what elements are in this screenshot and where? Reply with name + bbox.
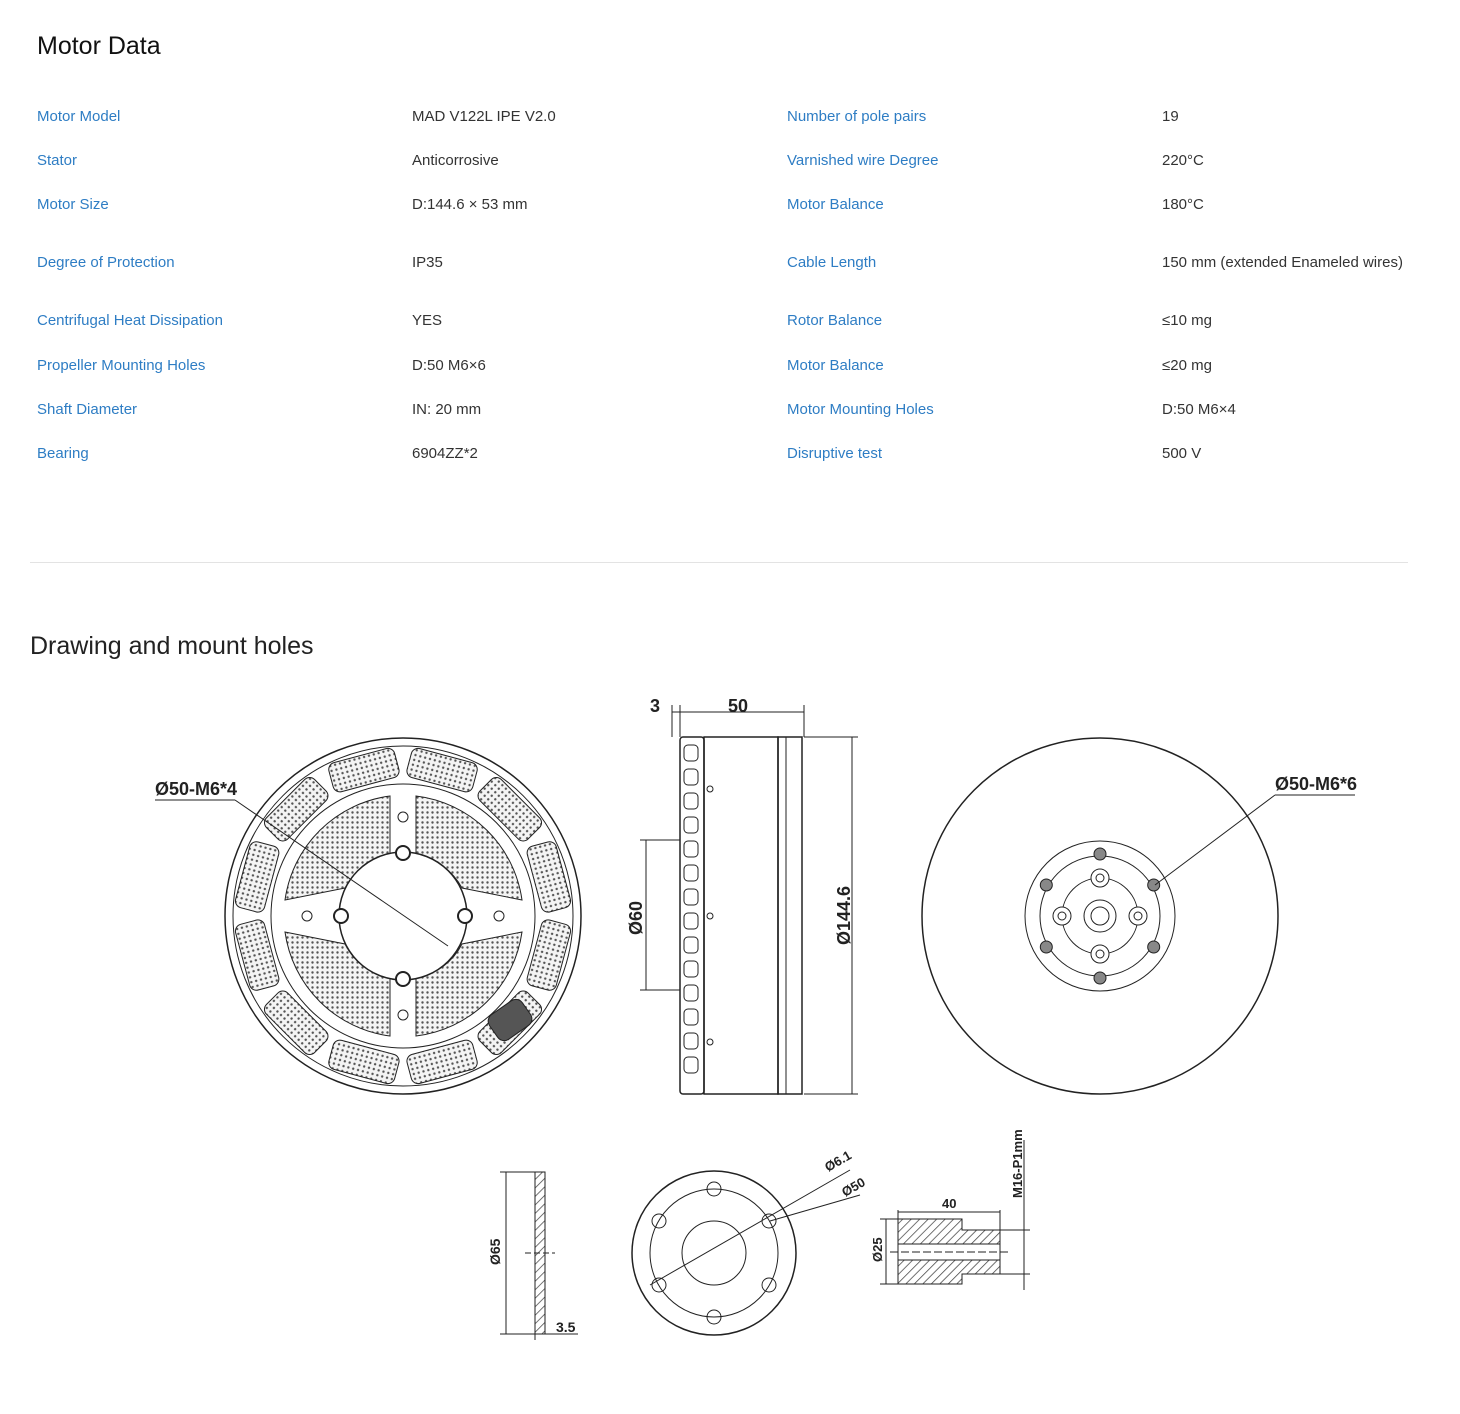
mount-hole (1039, 940, 1053, 954)
side-slot (683, 984, 699, 1002)
motor-bottom-view (155, 737, 582, 1095)
spec-row: Shaft Diameter IN: 20 mm Motor Mounting … (37, 389, 1437, 433)
vent-pad (477, 776, 543, 842)
side-height-label: 50 (728, 696, 748, 716)
vent-pad (406, 1039, 478, 1085)
spec-label: Disruptive test (787, 445, 883, 462)
spec-row: Motor Size D:144.6 × 53 mm Motor Balance… (37, 184, 1437, 228)
spec-value: YES (412, 312, 443, 329)
page-title: Motor Data (37, 32, 161, 60)
motor-side-view (640, 705, 858, 1095)
spec-label: Motor Model (37, 108, 121, 125)
spec-value: Anticorrosive (412, 152, 499, 169)
vent-pad (263, 776, 329, 842)
spec-label: Number of pole pairs (787, 108, 927, 125)
spec-row: Degree of Protection IP35 Cable Length 1… (37, 242, 1437, 286)
side-slot (683, 888, 699, 906)
spec-label: Varnished wire Degree (787, 152, 939, 169)
flange-pcd-label: Ø50 (839, 1174, 868, 1199)
vent-pad (234, 919, 280, 991)
side-slot (683, 768, 699, 786)
side-slot (683, 1032, 699, 1050)
spec-value: 6904ZZ*2 (412, 445, 478, 462)
side-slot (683, 840, 699, 858)
nut-dia-label: Ø25 (870, 1237, 885, 1262)
adapter-flange-view (631, 1169, 861, 1336)
vent-pad (263, 990, 329, 1056)
side-flange-label: 3 (650, 696, 660, 716)
vent-pad (526, 919, 572, 991)
vent-pad (328, 1039, 400, 1085)
spec-value: D:50 M6×6 (412, 357, 486, 374)
vent-pad (526, 841, 572, 913)
side-slot (683, 1056, 699, 1074)
vent-pad (406, 747, 478, 793)
spec-value: 220°C (1162, 152, 1204, 169)
spec-label: Motor Mounting Holes (787, 401, 934, 418)
spec-row: Propeller Mounting Holes D:50 M6×6 Motor… (37, 345, 1437, 389)
side-slot (683, 864, 699, 882)
spec-label: Motor Balance (787, 357, 884, 374)
spec-value: D:50 M6×4 (1162, 401, 1236, 418)
mount-hole (1039, 878, 1053, 892)
side-slot (683, 960, 699, 978)
side-slot (683, 792, 699, 810)
motor-top-view (921, 737, 1355, 1095)
drawing-title: Drawing and mount holes (30, 632, 314, 660)
top-holes-label: Ø50-M6*6 (1275, 774, 1357, 794)
spec-value: D:144.6 × 53 mm (412, 196, 528, 213)
adapter-side-view (500, 1171, 578, 1340)
adapter-dia-label: Ø65 (487, 1238, 503, 1265)
motor-drawing: Ø50-M6*4 3 50 Ø60 Ø144.6 Ø50-M6*6 (155, 696, 1357, 1340)
vent-pad (328, 747, 400, 793)
spec-value: IN: 20 mm (412, 401, 482, 418)
vent-pad (234, 841, 280, 913)
side-slot (683, 936, 699, 954)
side-slot (683, 912, 699, 930)
side-slot (683, 816, 699, 834)
spec-label: Stator (37, 152, 78, 169)
spec-label: Motor Balance (787, 196, 884, 213)
adapter-thk-label: 3.5 (556, 1319, 576, 1335)
side-slot (683, 1008, 699, 1026)
spec-label: Centrifugal Heat Dissipation (37, 312, 223, 329)
side-shaft-label: Ø60 (626, 901, 646, 935)
bottom-holes-label: Ø50-M6*4 (155, 779, 237, 799)
spec-value: 180°C (1162, 196, 1204, 213)
top-mount-holes (1039, 847, 1161, 985)
spec-value: MAD V122L IPE V2.0 (412, 108, 556, 125)
side-slot (683, 744, 699, 762)
side-dia-label: Ø144.6 (834, 886, 854, 945)
nut-thread-label: M16-P1mm (1010, 1129, 1025, 1198)
spec-value: ≤10 mg (1162, 312, 1212, 329)
mount-hole (1093, 847, 1107, 861)
side-slots (683, 744, 699, 1074)
nut-len-label: 40 (942, 1196, 956, 1211)
spec-value: 19 (1162, 108, 1179, 125)
spec-label: Propeller Mounting Holes (37, 357, 206, 374)
spec-label: Degree of Protection (37, 254, 175, 271)
spec-label: Rotor Balance (787, 312, 883, 329)
shaft-nut-view (880, 1140, 1030, 1290)
spec-label: Cable Length (787, 254, 877, 271)
spec-value: ≤20 mg (1162, 357, 1212, 374)
spec-row: Bearing 6904ZZ*2 Disruptive test 500 V (37, 433, 1437, 477)
spec-row: Motor Model MAD V122L IPE V2.0 Number of… (37, 96, 1437, 140)
spec-value: IP35 (412, 254, 443, 271)
spec-value: 500 V (1162, 445, 1202, 462)
mount-hole (1147, 940, 1161, 954)
mount-hole (1147, 878, 1161, 892)
section-divider (30, 562, 1408, 563)
spec-row: Stator Anticorrosive Varnished wire Degr… (37, 140, 1437, 184)
spec-row: Centrifugal Heat Dissipation YES Rotor B… (37, 300, 1437, 344)
spec-label: Shaft Diameter (37, 401, 138, 418)
spec-label: Bearing (37, 445, 89, 462)
spec-value: 150 mm (extended Enameled wires) (1162, 254, 1403, 271)
mount-hole (1093, 971, 1107, 985)
spec-label: Motor Size (37, 196, 109, 213)
